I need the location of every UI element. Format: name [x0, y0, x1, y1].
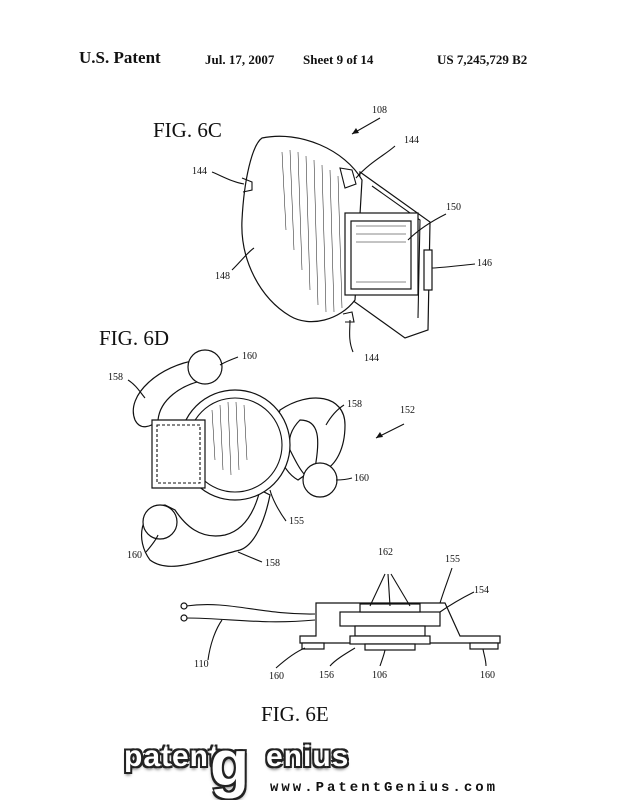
- leader-144-bottom: [349, 319, 354, 353]
- ref-155: 155: [289, 516, 304, 527]
- ref-110: 110: [194, 659, 209, 670]
- ref-106: 106: [372, 670, 387, 681]
- leader-146: [431, 263, 476, 269]
- leader-160-right: [335, 477, 353, 481]
- notch-left: [241, 177, 253, 193]
- leader-162-c: [390, 573, 411, 607]
- wire-end-bottom: [180, 614, 188, 622]
- ref-148: 148: [215, 271, 230, 282]
- leader-160-left-6e: [275, 647, 306, 669]
- watermark-word-enius: enius: [266, 740, 350, 773]
- leader-158-bottom: [237, 551, 263, 563]
- ref-108: 108: [372, 105, 387, 116]
- pad-160-left-6e: [301, 642, 325, 650]
- pad-106: [364, 643, 416, 651]
- watermark-url: www.PatentGenius.com: [270, 780, 499, 796]
- leader-162-b: [387, 573, 391, 607]
- square-pad-inner: [156, 424, 201, 484]
- wire-top: [185, 604, 316, 615]
- fig-6c-title: FIG. 6C: [153, 118, 222, 142]
- leader-110: [207, 619, 223, 661]
- window-hatching: [356, 225, 406, 283]
- ref-155-6e: 155: [445, 554, 460, 565]
- pad-160-top: [187, 349, 223, 385]
- module-154: [339, 611, 441, 627]
- patent-genius-watermark: patent g enius www.PatentGenius.com: [120, 727, 500, 800]
- square-pad: [151, 419, 206, 489]
- ref-154: 154: [474, 585, 489, 596]
- ref-160-left-6e: 160: [269, 671, 284, 682]
- fig-6d-drawing: 160 158 158 152 160 155 160 158: [108, 349, 415, 569]
- ref-144-bottom: 144: [364, 353, 379, 364]
- arm-158-bottom: [141, 489, 271, 567]
- leader-155: [269, 489, 287, 522]
- ref-158-bottom: 158: [265, 558, 280, 569]
- leader-144-top: [355, 145, 396, 179]
- leader-106: [379, 649, 386, 667]
- ref-144-top: 144: [404, 135, 419, 146]
- body-hatching: [211, 401, 248, 476]
- ref-156: 156: [319, 670, 334, 681]
- watermark-letter-g: g: [210, 727, 250, 799]
- leader-162-a: [369, 573, 386, 607]
- clip-top: [339, 167, 357, 189]
- leader-155-6e: [439, 567, 453, 604]
- disc-148: [241, 135, 363, 323]
- patent-date: Jul. 17, 2007: [205, 52, 275, 67]
- ref-146: 146: [477, 258, 492, 269]
- ref-162: 162: [378, 547, 393, 558]
- leader-148: [231, 247, 255, 271]
- patent-number: US 7,245,729 B2: [437, 52, 528, 67]
- arm-158-left: [132, 359, 206, 428]
- ref-150: 150: [446, 202, 461, 213]
- ref-152: 152: [400, 405, 415, 416]
- leader-158-left: [127, 379, 146, 399]
- battery-layer: [354, 625, 426, 637]
- ref-160-top: 160: [242, 351, 257, 362]
- watermark-word-patent: patent: [124, 740, 220, 773]
- pad-160-right: [302, 462, 338, 498]
- ref-158-right: 158: [347, 399, 362, 410]
- leader-156: [329, 647, 356, 667]
- pad-160-left: [142, 504, 178, 540]
- fig-6d-title: FIG. 6D: [99, 326, 170, 350]
- frame-inner-edge: [371, 185, 421, 319]
- fig-6e-title: FIG. 6E: [261, 702, 329, 726]
- pad-160-right-6e: [469, 642, 499, 650]
- ref-144-left: 144: [192, 166, 207, 177]
- ref-160-right: 160: [354, 473, 369, 484]
- fig-6c-drawing: 108 144 144 150 146 148 144: [192, 105, 492, 364]
- leader-158-right: [325, 404, 345, 426]
- ref-160-left: 160: [127, 550, 142, 561]
- wire-bottom: [185, 617, 316, 623]
- ref-158-left: 158: [108, 372, 123, 383]
- leader-150: [407, 213, 447, 241]
- arm-158-right: [275, 397, 346, 481]
- wire-end-top: [180, 602, 188, 610]
- sheet-number: Sheet 9 of 14: [303, 52, 374, 67]
- window-inner: [350, 220, 412, 290]
- ref-160-right-6e: 160: [480, 670, 495, 681]
- leader-144-left: [211, 171, 245, 185]
- disc-hatching: [281, 149, 343, 313]
- leader-160-right-6e: [482, 648, 487, 667]
- notch-bottom: [342, 311, 355, 323]
- leader-160-top: [219, 356, 239, 366]
- arrow-152-head: [376, 432, 383, 438]
- leader-154: [439, 591, 475, 613]
- patent-label: U.S. Patent: [79, 48, 161, 67]
- leader-160-left: [145, 534, 159, 553]
- arrow-108-head: [352, 128, 359, 134]
- tab-146: [423, 249, 433, 291]
- base-156: [349, 635, 431, 645]
- fig-6e-drawing: 162 155 154 110 160 156 106 160: [180, 547, 501, 682]
